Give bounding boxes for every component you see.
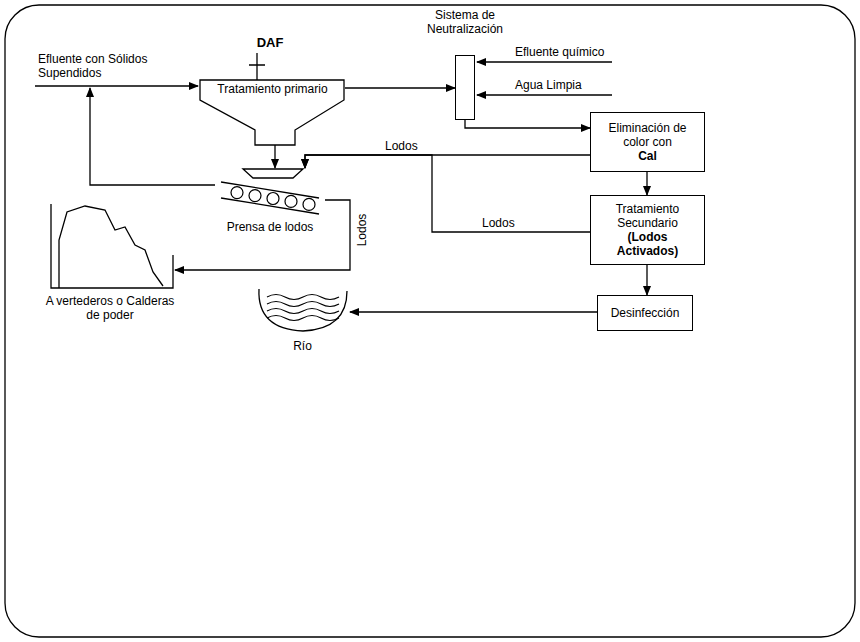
drawing-part [243, 169, 303, 178]
drawing-part [200, 80, 344, 145]
tank-heading: DAF [195, 35, 345, 50]
box-text: (Lodos Activados) [597, 230, 698, 258]
river: Río [255, 285, 350, 353]
flow-label: Efluente químico [515, 45, 625, 59]
flow-connector [350, 311, 597, 312]
drawing-part [267, 302, 339, 307]
neutralization-unit: Sistema de Neutralización [410, 8, 520, 123]
box-text: Tratamiento Secundario [597, 202, 698, 230]
drawing-part [267, 193, 279, 205]
flow-connector [175, 200, 350, 270]
drawing-part [259, 289, 347, 331]
drawing-part [303, 198, 315, 210]
flow-label: Efluente con Sólidos Supendidos [38, 52, 148, 80]
river-drawing [255, 285, 350, 335]
process-box: Desinfección [597, 295, 693, 331]
flow-connector [646, 172, 647, 195]
node-caption: Prensa de lodos [215, 220, 325, 234]
inlet-arrow [477, 61, 612, 62]
sludge-press: Prensa de lodos [215, 168, 325, 234]
box-text: Cal [638, 149, 657, 163]
process-box: Tratamiento Secundario(Lodos Activados) [590, 195, 705, 265]
flow-label: Agua Limpia [515, 78, 625, 92]
drawing-part [267, 295, 339, 300]
drawing-part [59, 206, 163, 288]
drawing-part [249, 53, 265, 80]
inlet-arrow [35, 85, 198, 86]
tank-label: Tratamiento primario [200, 82, 345, 96]
drawing-part [231, 187, 243, 199]
flow-connector [274, 145, 275, 168]
flow-connector [345, 87, 455, 88]
drawing-part [267, 309, 339, 314]
drawing-part [285, 195, 297, 207]
landfill-drawing [45, 200, 175, 290]
edge-label: Lodos [383, 139, 420, 153]
node-caption: A vertederos o Calderas de poder [45, 294, 175, 322]
node-caption: Río [255, 339, 350, 353]
process-box: Eliminación de color conCal [590, 112, 705, 172]
neutralization-tank [455, 55, 475, 120]
drawing-part [51, 204, 173, 288]
box-text: Eliminación de color con [597, 121, 698, 149]
flow-connector [646, 265, 647, 295]
unit-heading: Sistema de Neutralización [410, 8, 520, 36]
box-text: Desinfección [611, 306, 680, 320]
flotation-tank: DAF Tratamiento primario [195, 35, 345, 145]
flow-connector [465, 120, 590, 128]
drawing-part [267, 316, 339, 321]
edge-label: Lodos [480, 216, 517, 230]
outer-frame [5, 5, 855, 637]
sludge-press-drawing [215, 168, 325, 216]
flow-connector [305, 155, 590, 168]
inlet-arrow [477, 94, 612, 95]
flow-connector [90, 88, 215, 185]
drawing-part [249, 190, 261, 202]
landfill: A vertederos o Calderas de poder [45, 200, 175, 322]
edge-label: Lodos [355, 212, 369, 249]
flow-connector [305, 155, 590, 232]
